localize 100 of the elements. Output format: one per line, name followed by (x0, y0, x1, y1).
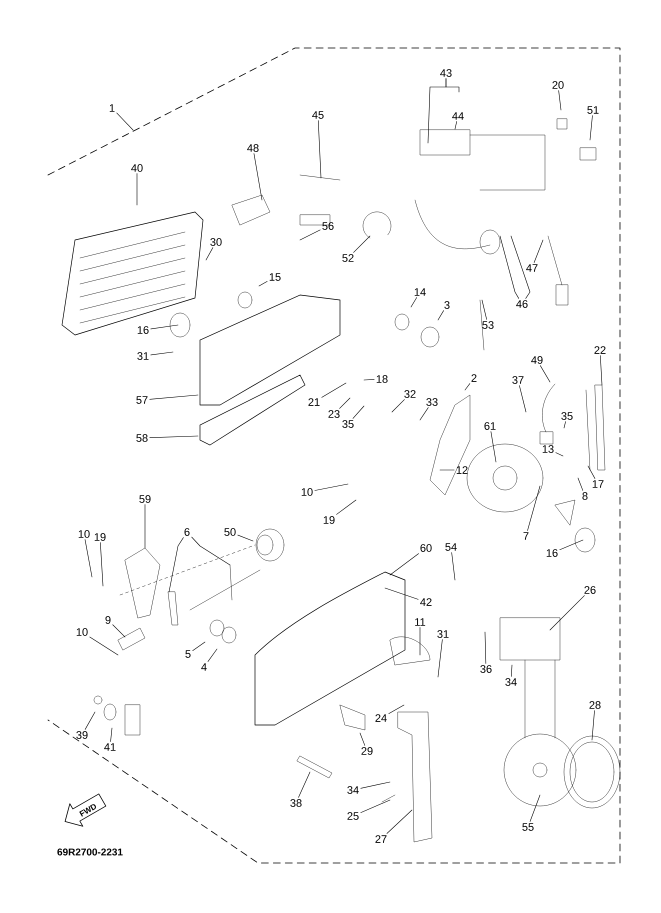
callout-number: 26 (584, 586, 596, 594)
callout-number: 60 (420, 544, 432, 552)
callout-number: 8 (582, 492, 588, 500)
callout-number: 6 (184, 528, 190, 536)
leader-line (490, 431, 496, 462)
leader-line (90, 636, 118, 656)
callout-number: 59 (139, 495, 151, 503)
callout-number: 35 (342, 420, 354, 428)
callout-number: 16 (546, 549, 558, 557)
callout-number: 36 (480, 665, 492, 673)
callout-number: 2 (472, 374, 476, 382)
callout-number: 53 (482, 321, 494, 329)
leader-line (208, 648, 218, 662)
leader-line (500, 236, 520, 299)
leader-line (446, 78, 460, 92)
leader-line (386, 810, 412, 834)
leader-line (388, 704, 404, 714)
callout-number: 3 (444, 301, 450, 309)
leader-line (588, 466, 596, 479)
callout-number: 11 (415, 618, 426, 626)
callout-number: 38 (290, 799, 302, 807)
callout-number: 61 (484, 422, 496, 430)
leader-line (590, 115, 593, 140)
callout-number: 19 (94, 533, 106, 541)
leader-line (482, 300, 487, 320)
leader-line (540, 365, 550, 382)
leader-line (464, 383, 470, 390)
callout-number: 57 (136, 396, 148, 404)
callout-number: 16 (138, 326, 149, 334)
leader-line (519, 385, 526, 412)
callout-number: 9 (105, 616, 111, 624)
callout-number: 41 (104, 743, 116, 751)
callout-number: 31 (137, 352, 149, 360)
callout-number: 23 (328, 410, 340, 418)
callout-number: 30 (210, 238, 222, 246)
callout-number: 34 (347, 786, 359, 794)
callout-number: 20 (552, 81, 564, 89)
leader-line (510, 236, 530, 299)
callout-number: 17 (592, 480, 604, 488)
callout-number: 50 (224, 528, 236, 536)
leader-line (192, 642, 206, 651)
leader-line (150, 324, 178, 330)
leader-line (438, 310, 444, 320)
leader-line (144, 504, 146, 548)
leader-line (390, 553, 419, 576)
leader-line (550, 595, 585, 630)
callout-number: 34 (505, 678, 517, 686)
leader-line (110, 728, 112, 742)
leader-line (339, 398, 350, 409)
callout-number: 32 (404, 390, 416, 398)
leader-line (410, 297, 418, 308)
callout-number: 39 (76, 731, 88, 739)
leader-line (564, 421, 566, 428)
callout-number: 15 (270, 273, 281, 281)
callout-number: 5 (185, 650, 191, 658)
leader-line (392, 399, 405, 412)
callout-number: 22 (594, 346, 606, 354)
callout-number: 44 (452, 112, 464, 120)
callout-number: 10 (78, 530, 90, 538)
callout-number: 51 (587, 106, 599, 114)
leader-line (258, 281, 268, 286)
leader-line (100, 542, 104, 586)
leader-line (237, 534, 254, 542)
callout-number: 31 (437, 630, 449, 638)
callout-number: 54 (445, 543, 457, 551)
leader-line (511, 664, 512, 677)
callout-number: 33 (426, 398, 438, 406)
callout-number: 7 (524, 532, 528, 540)
callout-number: 46 (516, 300, 528, 308)
leader-line (116, 112, 134, 130)
leader-line (451, 552, 456, 580)
leader-line (112, 624, 126, 638)
callout-number: 19 (324, 516, 335, 524)
leader-line (438, 639, 443, 678)
callout-number: 13 (542, 445, 554, 453)
leader-line (558, 90, 562, 110)
callout-number: 24 (375, 714, 387, 722)
callout-number: 55 (522, 823, 534, 831)
leader-line (364, 379, 374, 380)
leader-line (149, 436, 198, 438)
leader-line (353, 236, 370, 253)
leader-line (149, 394, 198, 400)
leader-line (534, 240, 544, 263)
leader-line (168, 537, 184, 592)
callout-number: 56 (322, 222, 334, 230)
callout-number: 4 (201, 663, 207, 671)
callout-number: 25 (347, 812, 359, 820)
leader-line (136, 173, 138, 206)
callout-number: 42 (420, 598, 432, 606)
leader-line (318, 120, 322, 178)
callout-number: 28 (589, 701, 601, 709)
leader-line (191, 536, 230, 566)
callout-number: 10 (76, 628, 88, 636)
leader-line (559, 540, 584, 550)
callout-number: 1 (110, 104, 115, 112)
callout-number: 52 (342, 254, 354, 262)
leader-line (360, 782, 390, 789)
callout-number: 10 (302, 488, 313, 496)
leader-line (352, 406, 364, 419)
callout-number: 49 (531, 356, 543, 364)
